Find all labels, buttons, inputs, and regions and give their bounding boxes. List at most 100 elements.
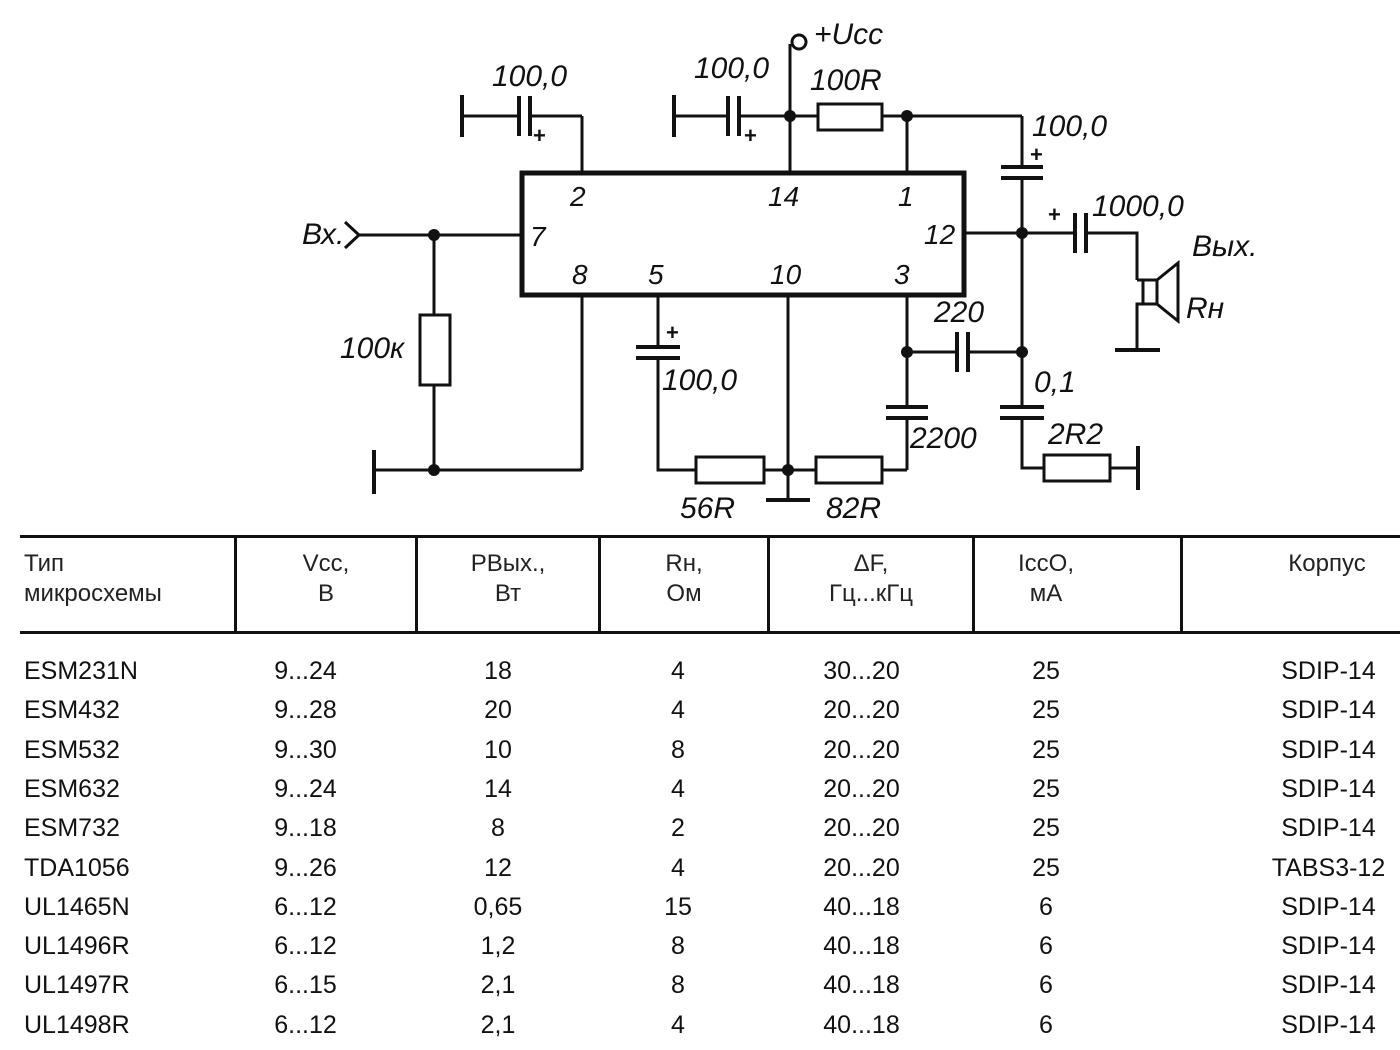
cell-icc: 6 xyxy=(1039,971,1053,1000)
header-icc: IccO,мА xyxy=(1017,550,1074,607)
c-pin2-label: 100,0 xyxy=(492,60,567,93)
cell-type: TDA1056 xyxy=(24,853,130,882)
column-divider xyxy=(1180,537,1183,633)
c-pin5-label: 100,0 xyxy=(662,364,737,397)
speaker-icon xyxy=(1115,259,1180,352)
cell-type: UL1465N xyxy=(24,892,130,921)
cell-pout: 2,1 xyxy=(480,1010,516,1039)
cell-package: TABS3-12 xyxy=(1271,853,1386,882)
resistor-2R2 xyxy=(1042,453,1112,483)
load-label: Rн xyxy=(1186,292,1224,325)
cell-pout: 10 xyxy=(484,735,512,764)
cell-icc: 6 xyxy=(1039,892,1053,921)
r-82R-label: 82R xyxy=(826,492,881,525)
c-2200-label: 2200 xyxy=(909,422,977,455)
cell-vcc: 6...12 xyxy=(274,932,337,961)
cell-icc: 25 xyxy=(1032,735,1060,764)
resistor-82R xyxy=(814,455,884,485)
cell-rload: 4 xyxy=(671,774,685,803)
plus-sign: + xyxy=(533,123,546,148)
cell-package: SDIP-14 xyxy=(1281,814,1376,843)
cell-icc: 25 xyxy=(1032,774,1060,803)
pin-7-label: 7 xyxy=(530,221,547,252)
resistor-56R xyxy=(694,455,766,485)
resistor-100R xyxy=(816,102,884,132)
cell-freq: 20...20 xyxy=(823,774,900,803)
cell-package: SDIP-14 xyxy=(1281,657,1376,685)
cell-rload: 4 xyxy=(671,853,685,882)
cell-type: UL1497R xyxy=(24,971,130,1000)
pin-1-label: 1 xyxy=(898,181,914,212)
input-label: Вх. xyxy=(302,218,344,251)
r-100R-label: 100R xyxy=(810,64,882,97)
pin-2-label: 2 xyxy=(569,181,586,212)
column-divider xyxy=(598,537,601,633)
cell-rload: 8 xyxy=(671,735,685,764)
cell-type: ESM231N xyxy=(24,657,138,685)
plus-sign: + xyxy=(1030,142,1043,167)
r-56R-label: 56R xyxy=(680,492,735,525)
cell-package: SDIP-14 xyxy=(1281,932,1376,961)
pin-10-label: 10 xyxy=(770,259,802,290)
c-output-label: 1000,0 xyxy=(1092,190,1184,223)
pin-5-label: 5 xyxy=(648,259,664,290)
cell-icc: 25 xyxy=(1032,657,1060,685)
cell-package: SDIP-14 xyxy=(1281,971,1376,1000)
cell-pout: 2,1 xyxy=(480,971,516,1000)
cell-vcc: 9...30 xyxy=(274,735,337,764)
cell-vcc: 9...26 xyxy=(274,853,337,882)
cell-type: UL1498R xyxy=(24,1010,130,1039)
cell-rload: 4 xyxy=(671,696,685,725)
cell-package: SDIP-14 xyxy=(1281,774,1376,803)
header-vcc: Vcc,В xyxy=(302,550,350,607)
cell-freq: 40...18 xyxy=(823,1010,900,1039)
header-package: Корпус xyxy=(1288,550,1366,577)
supply-terminal xyxy=(790,33,808,51)
cell-pout: 12 xyxy=(484,853,512,882)
column-divider xyxy=(415,537,418,633)
header-rload: Rн,Ом xyxy=(665,550,703,607)
c-bootstrap-label: 100,0 xyxy=(1032,110,1107,143)
cell-vcc: 9...18 xyxy=(274,814,337,843)
table-top-rule xyxy=(20,535,1400,538)
cell-freq: 40...18 xyxy=(823,892,900,921)
cell-freq: 20...20 xyxy=(823,814,900,843)
pin-8-label: 8 xyxy=(572,259,588,290)
cell-vcc: 6...12 xyxy=(274,1010,337,1039)
output-label: Вых. xyxy=(1192,230,1257,263)
pin-14-label: 14 xyxy=(768,181,799,212)
cell-package: SDIP-14 xyxy=(1281,735,1376,764)
cell-pout: 8 xyxy=(491,814,505,843)
column-divider xyxy=(234,537,237,633)
cell-rload: 4 xyxy=(671,1010,685,1039)
plus-sign: + xyxy=(1048,202,1061,227)
cell-rload: 8 xyxy=(671,971,685,1000)
cell-vcc: 9...24 xyxy=(274,657,337,685)
cell-type: ESM632 xyxy=(24,774,120,803)
cell-icc: 6 xyxy=(1039,1010,1053,1039)
capacitor-pin2: + xyxy=(460,95,584,173)
cell-icc: 25 xyxy=(1032,853,1060,882)
table-header-rule xyxy=(20,631,1400,634)
cell-icc: 25 xyxy=(1032,814,1060,843)
header-pout: PВых.,Вт xyxy=(470,550,546,607)
column-divider xyxy=(767,537,770,633)
c-220-label: 220 xyxy=(933,296,984,329)
supply-label: +Ucc xyxy=(814,18,883,51)
cell-rload: 15 xyxy=(664,892,692,921)
cell-icc: 6 xyxy=(1039,932,1053,961)
plus-sign: + xyxy=(744,123,757,148)
cell-type: ESM432 xyxy=(24,696,120,725)
cell-rload: 4 xyxy=(671,657,685,685)
header-freq: ΔF,Гц...кГц xyxy=(829,550,913,607)
cell-pout: 0,65 xyxy=(473,892,523,921)
cell-type: UL1496R xyxy=(24,932,130,961)
cell-vcc: 6...12 xyxy=(274,892,337,921)
